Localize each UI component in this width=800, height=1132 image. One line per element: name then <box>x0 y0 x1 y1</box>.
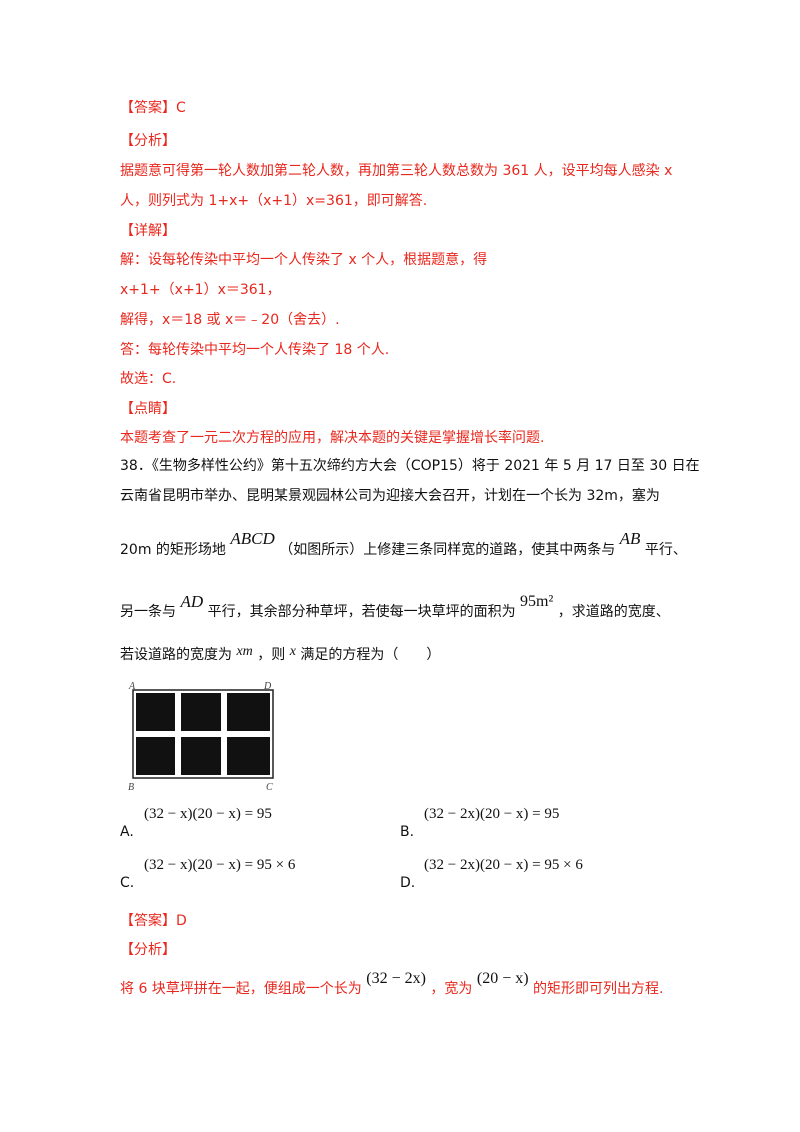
option-label: D. <box>400 875 416 891</box>
q38-math-ab: AB <box>619 529 641 548</box>
q37-answer: 【答案】C <box>120 100 186 116</box>
lawn-block <box>181 693 221 731</box>
lawn-block <box>181 737 221 775</box>
q38-stem-line-4: 另一条与 AD 平行，其余部分种草坪，若使每一块草坪的面积为 95m² ，求道路… <box>120 592 670 622</box>
option-label: C. <box>120 875 135 891</box>
lawn-block <box>136 693 175 731</box>
q38-stem-line-1: 38．《生物多样性公约》第十五次缔约方大会（COP15）将于 2021 年 5 … <box>120 458 700 474</box>
q38-text: ，则 <box>257 647 286 663</box>
q37-detail-line-1: 解：设每轮传染中平均一个人传染了 x 个人，根据题意，得 <box>120 252 488 268</box>
q38-analysis-math-width: (20 − x) <box>476 970 529 987</box>
option-equation: (32 − 2x)(20 − x) = 95 × 6 <box>424 857 583 873</box>
q38-text: 平行，其余部分种草坪，若使每一块草坪的面积为 <box>207 604 516 620</box>
lawn-block <box>227 737 270 775</box>
lawn-block <box>227 693 270 731</box>
vertex-label-d: D <box>263 682 272 692</box>
q37-detail-line-2: x+1+（x+1）x＝361， <box>120 282 281 298</box>
option-label: B. <box>400 824 415 840</box>
q38-analysis-text: ，宽为 <box>430 981 473 997</box>
q38-math-abcd: ABCD <box>230 529 275 548</box>
q38-answer: 【答案】D <box>120 913 187 929</box>
q38-text: 若设道路的宽度为 <box>120 647 232 663</box>
vertex-label-b: B <box>128 782 134 793</box>
q37-analysis-line-1: 据题意可得第一轮人数加第二轮人数，再加第三轮人数总数为 361 人，设平均每人感… <box>120 163 673 179</box>
q38-text: 满足的方程为（ ） <box>300 647 441 663</box>
option-label: A. <box>120 824 134 840</box>
option-equation: (32 − x)(20 − x) = 95 <box>144 806 272 822</box>
q37-detail-line-3: 解得，x＝18 或 x＝﹣20（舍去）. <box>120 312 340 328</box>
q38-text: （如图所示）上修建三条同样宽的道路，使其中两条与 <box>279 542 616 558</box>
option-equation: (32 − x)(20 − x) = 95 × 6 <box>144 857 296 873</box>
rectangle-figure: A D B C <box>128 682 274 793</box>
q37-detail-line-5: 故选：C. <box>120 371 177 387</box>
q37-comment-heading: 【点睛】 <box>120 401 176 417</box>
q38-text: 20m 的矩形场地 <box>120 542 226 558</box>
lawn-block <box>136 737 175 775</box>
q37-detail-heading: 【详解】 <box>120 223 176 239</box>
q38-stem-line-5: 若设道路的宽度为 xm ，则 x 满足的方程为（ ） <box>120 644 441 666</box>
q37-detail-line-4: 答：每轮传染中平均一个人传染了 18 个人. <box>120 342 390 358</box>
q37-analysis-heading: 【分析】 <box>120 133 176 149</box>
vertex-label-a: A <box>128 682 136 692</box>
q38-text: 另一条与 <box>120 604 176 620</box>
q37-comment-line-1: 本题考查了一元二次方程的应用，解决本题的关键是掌握增长率问题. <box>120 430 545 446</box>
q37-analysis-line-2: 人，则列式为 1+x+（x+1）x=361，即可解答. <box>120 193 428 209</box>
q38-math-area: 95m² <box>520 593 554 610</box>
q38-analysis-text: 将 6 块草坪拼在一起，便组成一个长为 <box>120 981 362 997</box>
q38-math-xm: xm <box>236 644 253 659</box>
q38-analysis-text: 的矩形即可列出方程. <box>533 981 664 997</box>
q38-stem-line-3: 20m 的矩形场地 ABCD （如图所示）上修建三条同样宽的道路，使其中两条与 … <box>120 529 687 560</box>
q38-text: 平行、 <box>644 542 687 558</box>
vertex-label-c: C <box>266 782 273 793</box>
option-equation: (32 − 2x)(20 − x) = 95 <box>424 806 560 822</box>
q38-analysis-heading: 【分析】 <box>120 942 176 958</box>
q38-text: ，求道路的宽度、 <box>557 604 670 620</box>
q38-analysis-line-1: 将 6 块草坪拼在一起，便组成一个长为 (32 − 2x) ，宽为 (20 − … <box>120 970 664 999</box>
q38-math-ad: AD <box>180 592 204 611</box>
q38-math-x: x <box>289 644 296 659</box>
q38-stem-line-2: 云南省昆明市举办、昆明某景观园林公司为迎接大会召开，计划在一个长为 32m，塞为 <box>120 488 660 504</box>
q38-analysis-math-length: (32 − 2x) <box>366 970 426 987</box>
